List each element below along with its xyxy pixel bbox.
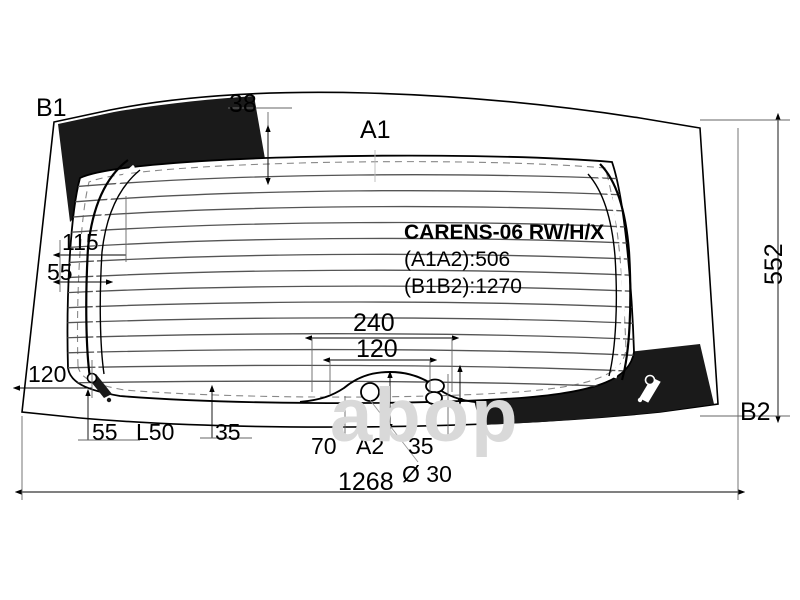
small-hole-lower [425, 391, 443, 405]
label-a2: A2 [356, 433, 385, 459]
dimension-bottom-d: 35 [408, 433, 434, 459]
dimension-bottom-left-b: 35 [215, 419, 241, 445]
drain-hole-circle [360, 382, 380, 402]
part-spec-block: CARENS-06 RW/H/X (A1A2):506 (B1B2):1270 [404, 220, 604, 301]
part-spec-title: CARENS-06 RW/H/X [404, 221, 605, 244]
dimension-lines [12, 107, 790, 500]
label-a1: A1 [360, 116, 391, 144]
dimension-bottom-c: 70 [311, 433, 337, 459]
busbar-strips [85, 159, 632, 381]
dimension-overall-height: 552 [760, 243, 788, 285]
antenna-clip-right [637, 374, 661, 403]
corner-label-b2: B2 [740, 398, 771, 426]
dimension-hump-inner: 120 [356, 335, 398, 363]
dimension-overall-width: 1268 [338, 468, 394, 496]
dimension-hole-diameter: Ø 30 [402, 461, 452, 487]
part-spec-b1b2: (B1B2):1270 [404, 274, 522, 298]
watermark-text: аbор [330, 373, 520, 458]
dimension-top-offset: 38 [229, 90, 257, 118]
dimension-left-mid: 55 [47, 259, 73, 285]
corner-label-b1: B1 [36, 94, 67, 122]
dimension-left-lower: 120 [28, 361, 67, 387]
dimension-left-upper: 115 [62, 229, 99, 255]
heater-grid-lines [67, 174, 634, 389]
part-spec-a1a2: (A1A2):506 [404, 247, 511, 271]
dimension-bottom-left-radius: L50 [136, 419, 175, 445]
dimension-hump-outer: 240 [353, 309, 395, 337]
dimension-bottom-left-a: 55 [92, 419, 118, 445]
